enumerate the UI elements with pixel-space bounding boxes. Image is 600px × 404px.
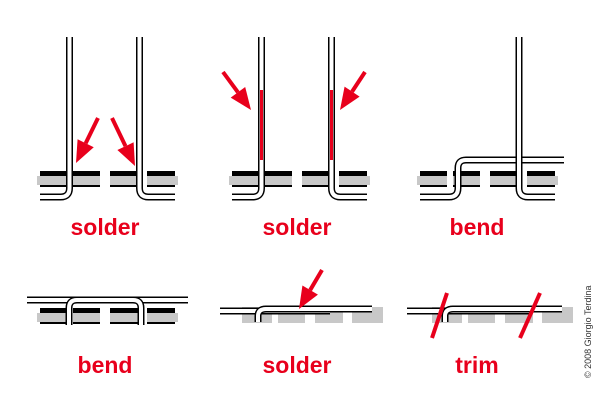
board-copper-pad xyxy=(265,185,292,187)
board-copper-pad xyxy=(73,322,100,324)
board-layer xyxy=(147,313,178,322)
board-copper-pad xyxy=(40,171,67,176)
red-arrow-shaft xyxy=(350,70,367,93)
red-arrow-shaft xyxy=(83,117,100,145)
board-layer xyxy=(527,176,558,185)
step-label-1: solder xyxy=(70,214,140,240)
board-layer xyxy=(229,176,259,185)
component-lead xyxy=(137,37,175,199)
board-copper-pad xyxy=(527,171,555,176)
board-layer xyxy=(147,176,178,185)
board-copper-pad xyxy=(302,185,330,187)
board-copper-pad xyxy=(527,185,555,187)
red-arrow-head xyxy=(117,142,135,166)
step-label-4: bend xyxy=(77,352,133,378)
red-arrow-head xyxy=(340,86,360,110)
board-layer xyxy=(265,176,292,185)
board-copper-pad xyxy=(40,308,67,313)
board-layer xyxy=(417,176,447,185)
component-lead xyxy=(517,37,555,199)
board-copper-pad xyxy=(490,171,518,176)
red-arrow-head xyxy=(230,86,251,110)
board-copper-pad xyxy=(453,171,480,176)
component-lead xyxy=(420,158,564,199)
trim-cut-mark xyxy=(518,292,542,339)
board-layer xyxy=(302,176,330,185)
board-copper-pad xyxy=(110,322,138,324)
red-arrow-head xyxy=(299,285,318,309)
trim-cut-mark xyxy=(430,292,449,339)
step-label-3: bend xyxy=(449,214,505,240)
board-copper-pad xyxy=(265,171,292,176)
board-copper-pad xyxy=(147,308,175,313)
board-copper-pad xyxy=(147,322,175,324)
component-lead xyxy=(329,37,367,199)
step-label-6: trim xyxy=(455,352,499,378)
board-layer xyxy=(73,176,100,185)
board-copper-pad xyxy=(110,171,138,176)
board-copper-pad xyxy=(232,171,259,176)
board-copper-pad xyxy=(302,171,330,176)
red-arrow-head xyxy=(76,139,94,163)
red-arrow-shaft xyxy=(308,268,324,292)
board-layer xyxy=(110,313,138,322)
red-arrow-shaft xyxy=(110,117,128,148)
board-layer xyxy=(490,176,518,185)
board-copper-pad xyxy=(110,185,138,187)
board-copper-pad xyxy=(420,185,447,187)
board-copper-pad xyxy=(339,171,367,176)
solder-highlight xyxy=(260,90,263,160)
board-layer xyxy=(110,176,138,185)
step-label-5: solder xyxy=(262,352,332,378)
board-copper-pad xyxy=(453,185,480,187)
component-lead xyxy=(67,298,78,325)
board-copper-pad xyxy=(232,185,259,187)
component-lead xyxy=(256,307,372,322)
board-copper-pad xyxy=(73,171,100,176)
step-label-2: solder xyxy=(262,214,332,240)
component-lead xyxy=(40,37,72,199)
component-lead xyxy=(132,298,143,325)
red-arrow-shaft xyxy=(221,70,240,94)
board-copper-pad xyxy=(490,185,518,187)
board-copper-pad xyxy=(40,185,67,187)
board-copper-pad xyxy=(110,308,138,313)
board-copper-pad xyxy=(73,185,100,187)
board-layer xyxy=(73,313,100,322)
solder-highlight xyxy=(330,90,333,160)
board-layer xyxy=(37,313,67,322)
board-copper-pad xyxy=(339,185,367,187)
copyright-notice: © 2008 Giorgio Terdina xyxy=(583,285,593,378)
board-copper-pad xyxy=(147,185,175,187)
board-layer xyxy=(453,176,480,185)
board-copper-pad xyxy=(420,171,447,176)
board-copper-pad xyxy=(73,308,100,313)
board-layer xyxy=(339,176,370,185)
board-copper-pad xyxy=(147,171,175,176)
component-lead xyxy=(232,37,264,199)
board-layer xyxy=(37,176,67,185)
board-copper-pad xyxy=(40,322,67,324)
component-lead xyxy=(443,307,562,322)
